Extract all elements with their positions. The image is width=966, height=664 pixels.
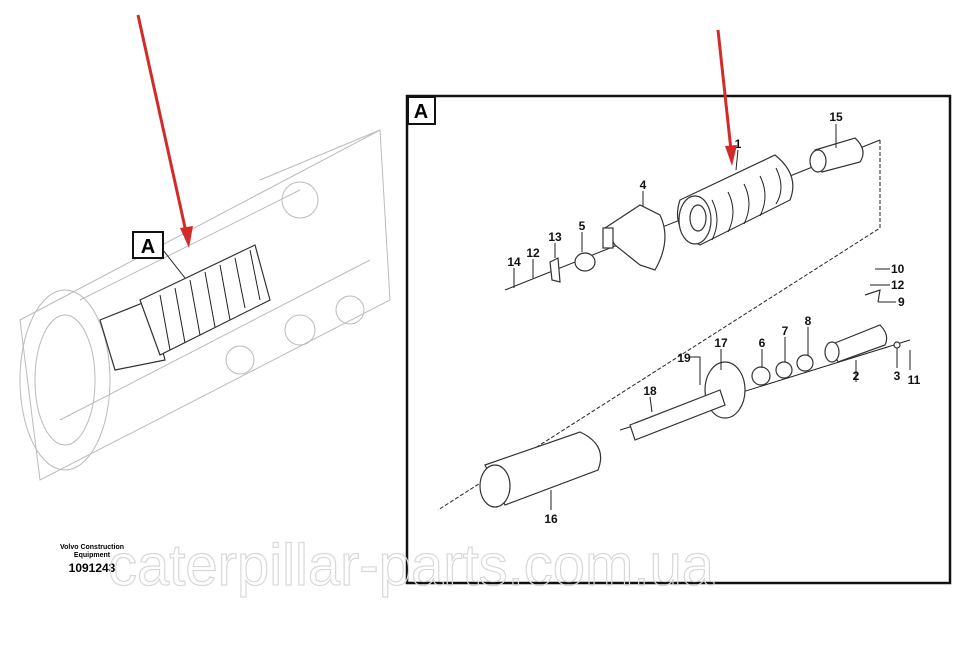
label-16: 16 <box>544 512 558 526</box>
ring-part-8 <box>796 354 814 372</box>
label-8: 8 <box>805 314 812 328</box>
plate-part-9 <box>864 289 881 303</box>
ring-part-6 <box>751 366 771 386</box>
bushing-part-15 <box>809 137 864 173</box>
undercarriage-overview <box>19 129 391 481</box>
svg-text:A: A <box>141 236 155 258</box>
label-15: 15 <box>829 110 843 124</box>
part-labels: 1 15 4 5 13 12 14 10 12 9 8 7 6 17 19 18… <box>507 110 920 526</box>
label-14: 14 <box>507 255 521 269</box>
label-2: 2 <box>853 369 860 383</box>
red-arrow-left <box>136 14 193 248</box>
watermark: caterpillar-parts.com.ua <box>108 533 715 598</box>
label-12: 12 <box>526 246 540 260</box>
label-13: 13 <box>548 230 562 244</box>
svg-text:A: A <box>414 101 428 123</box>
drawing-number: 1091243 <box>69 561 116 575</box>
label-10: 10 <box>891 262 905 276</box>
label-12b: 12 <box>891 278 905 292</box>
ring-part-7 <box>775 361 793 379</box>
publisher-line-1: Volvo Construction <box>60 544 124 551</box>
cylinder-part-17 <box>629 361 746 441</box>
label-1: 1 <box>735 137 742 151</box>
nut-part-5 <box>574 252 596 272</box>
tube-part-16 <box>479 431 602 508</box>
lock-plate-part-13 <box>549 257 561 283</box>
label-5: 5 <box>579 219 586 233</box>
label-9: 9 <box>898 295 905 309</box>
label-18: 18 <box>643 384 657 398</box>
label-3: 3 <box>894 369 901 383</box>
red-arrow-right <box>716 29 737 166</box>
label-19: 19 <box>677 351 691 365</box>
nipple-part-3 <box>893 341 901 349</box>
label-17: 17 <box>714 336 728 350</box>
label-11: 11 <box>908 373 921 387</box>
callout-a-main: A <box>132 231 186 279</box>
publisher-line-2: Equipment <box>74 552 111 559</box>
inset-frame <box>405 94 952 585</box>
label-7: 7 <box>782 324 789 338</box>
label-4: 4 <box>640 178 647 192</box>
spring-overview <box>139 244 271 356</box>
spring-part-1 <box>676 154 794 246</box>
bracket-part-4 <box>602 204 666 271</box>
label-6: 6 <box>759 336 766 350</box>
piston-part-2 <box>824 324 888 363</box>
callout-a-inset: A <box>407 96 436 125</box>
